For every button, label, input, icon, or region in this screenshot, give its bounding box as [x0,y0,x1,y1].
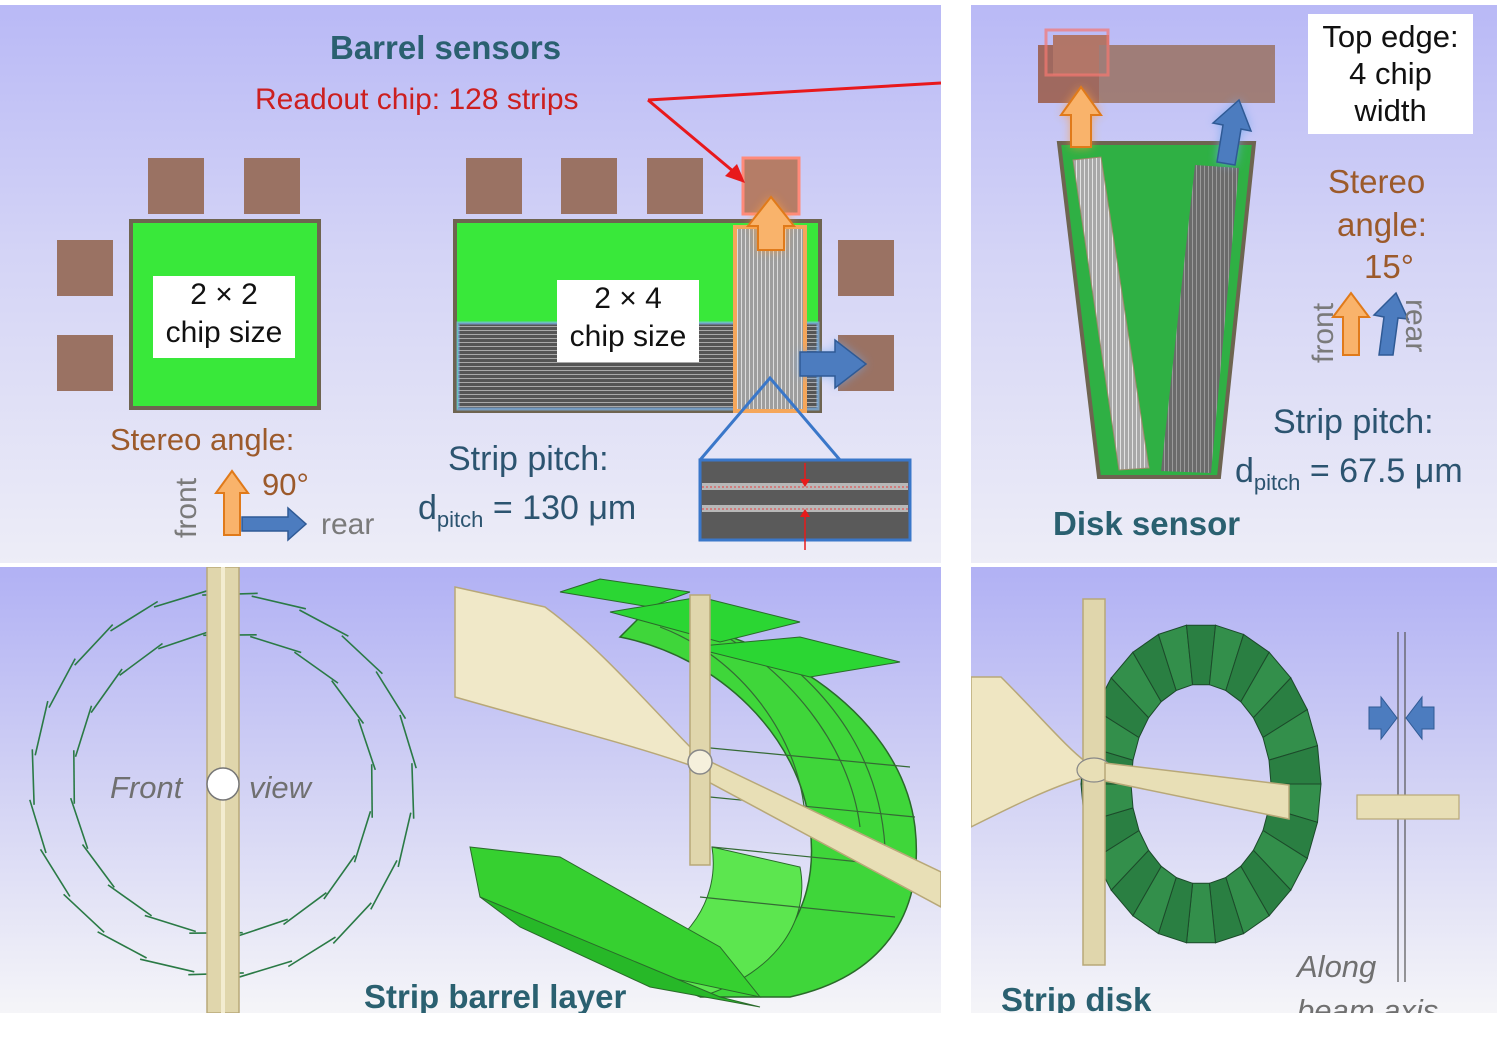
stave-segment [81,844,115,888]
disk-legend-front-icon [1331,291,1371,356]
disk-front-arrow-icon [1059,85,1103,148]
stave-segment [119,642,163,676]
stave-segment [299,609,349,637]
disk-stereo-value: 15° [1364,248,1414,285]
stave-segment [293,651,339,684]
stave-segment [90,668,123,714]
stave-segment [39,848,71,897]
stave-segment [332,902,372,944]
strip-disk-drawing [971,598,1460,982]
stave-segment [353,810,372,863]
stave-segment [107,884,153,917]
stave-segment [69,797,89,849]
strip-barrel-drawing [29,567,941,1013]
stave-segment [283,892,327,926]
stave-segment [397,812,412,868]
stave-segment [251,595,307,610]
stave-segment [73,750,76,804]
disk-front-label: front [1307,302,1340,363]
stave-segment [399,714,417,769]
stave-segment [29,799,47,854]
stave-segment [74,705,93,758]
barrel-stereo-label: Stereo angle: [110,422,295,457]
strip-barrel-title: Strip barrel layer [364,978,627,1013]
along-line2: beam axis [1297,993,1439,1013]
side-view-arrow-left-icon [1368,695,1398,741]
rear-arrow-icon [799,338,868,390]
pitch-zoom [698,458,912,550]
chips-2x2 [57,158,300,391]
legend-rear-arrow-icon [241,506,308,542]
disk-rear-label: rear [1399,299,1432,353]
stave-segment [238,960,293,978]
barrel-front-label: front [170,477,203,538]
vertical-tube-3d [689,594,711,866]
side-view-arrow-right-icon [1405,695,1435,741]
side-view [1356,632,1460,982]
strip-disk-panel: Strip disk Along beam axis [971,567,1497,1013]
disk-chips [1038,28,1275,103]
front-view-staves [29,590,417,978]
stave-segment [74,624,114,666]
disk-beam-cone [971,676,1087,828]
stave-segment [48,658,76,708]
stave-segment [144,914,197,933]
stave-segment [341,635,383,675]
front-arrow-icon [745,195,797,251]
strip-barrel-panel: Front view Strip barrel layer [0,567,941,1013]
stave-segment [249,635,302,654]
view-word: view [249,770,312,805]
stave-segment [97,931,147,959]
barrel-pitch-label: Strip pitch: [448,440,609,478]
stave-segment [287,936,336,968]
disk-pitch-formula: dpitch = 67.5 μm [1235,452,1463,495]
stave-segment [357,719,377,771]
barrel-rear-label: rear [321,508,375,541]
disk-sensor-drawing [1038,28,1410,479]
pitch-arrow-icon [800,463,810,550]
readout-chip-label: Readout chip: 128 strips [255,83,579,116]
barrel-sensors-title: Barrel sensors [330,29,562,66]
label-2x2: 2 × 2 chip size [153,276,295,358]
legend-front-arrow-icon [214,469,250,536]
stave-segment [158,630,210,650]
stave-segment [331,680,365,724]
disk-sensor-panel: Top edge: 4 chip width Stereo angle: 15°… [971,5,1497,563]
stave-segment [110,600,159,632]
stave-segment [236,918,288,938]
disk-stereo-line2: angle: [1337,206,1427,243]
disk-pitch-label: Strip pitch: [1273,403,1434,441]
beam-pipe-circle [206,767,240,801]
stave-segment [370,860,398,910]
disk-beam-pipe [1104,762,1290,820]
front-strips [733,225,807,413]
stave-segment [153,590,208,608]
stave-segment [375,671,407,720]
barrel-sensors-panel: Barrel sensors Readout chip: 128 strips … [0,5,941,563]
barrel-3d [469,578,918,1008]
stave-segment [63,893,105,933]
stave-segment [323,854,356,900]
readout-link-arrow [647,81,941,183]
chips-2x4 [466,156,894,391]
stave-segment [31,749,35,805]
stave-segment [370,764,373,818]
disk-legend-rear-icon [1372,291,1410,356]
stave-segment [139,958,195,973]
disk-sensor-title: Disk sensor [1053,505,1241,542]
disk-rear-arrow-icon [1211,98,1253,166]
stave-segment [34,700,49,756]
barrel-stereo-value: 90° [262,467,309,502]
along-line1: Along [1297,949,1377,984]
front-word: Front [110,770,183,805]
disk-stereo-line1: Stereo [1328,163,1426,200]
top-edge-box: Top edge: 4 chip width [1308,14,1473,134]
label-2x4: 2 × 4 chip size [557,280,699,362]
strip-disk-title: Strip disk [1001,981,1152,1013]
stave-segment [411,763,415,819]
barrel-pitch-formula: dpitch = 130 μm [418,489,637,532]
